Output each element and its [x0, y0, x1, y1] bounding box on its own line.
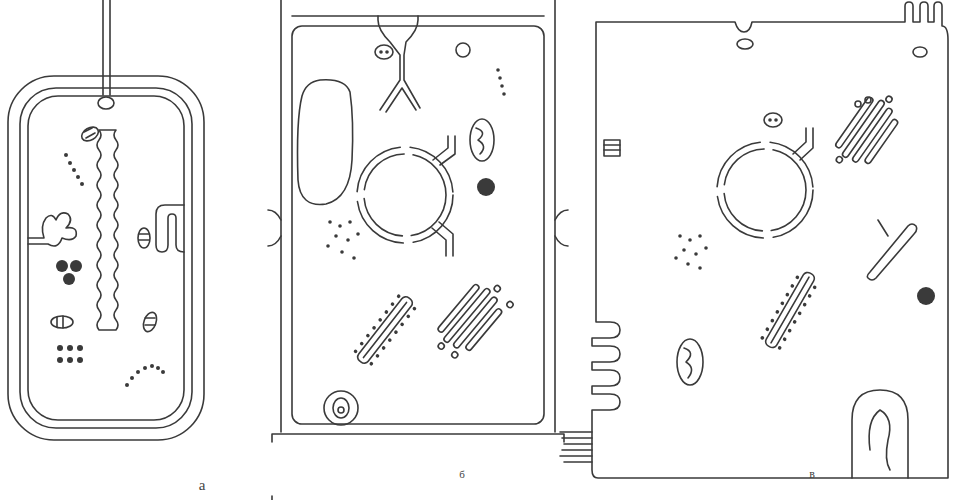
animal-cell [560, 2, 948, 478]
bacterial-cell [8, 0, 204, 440]
figure-letter: в [809, 467, 815, 481]
plant-cell [268, 0, 568, 500]
figure-letter-wrap: б [459, 464, 465, 482]
figure-letter: б [459, 468, 465, 480]
figure-letter-wrap: а [199, 476, 206, 494]
figure-letter: а [199, 477, 206, 493]
figure-letter-wrap: в [809, 464, 815, 482]
